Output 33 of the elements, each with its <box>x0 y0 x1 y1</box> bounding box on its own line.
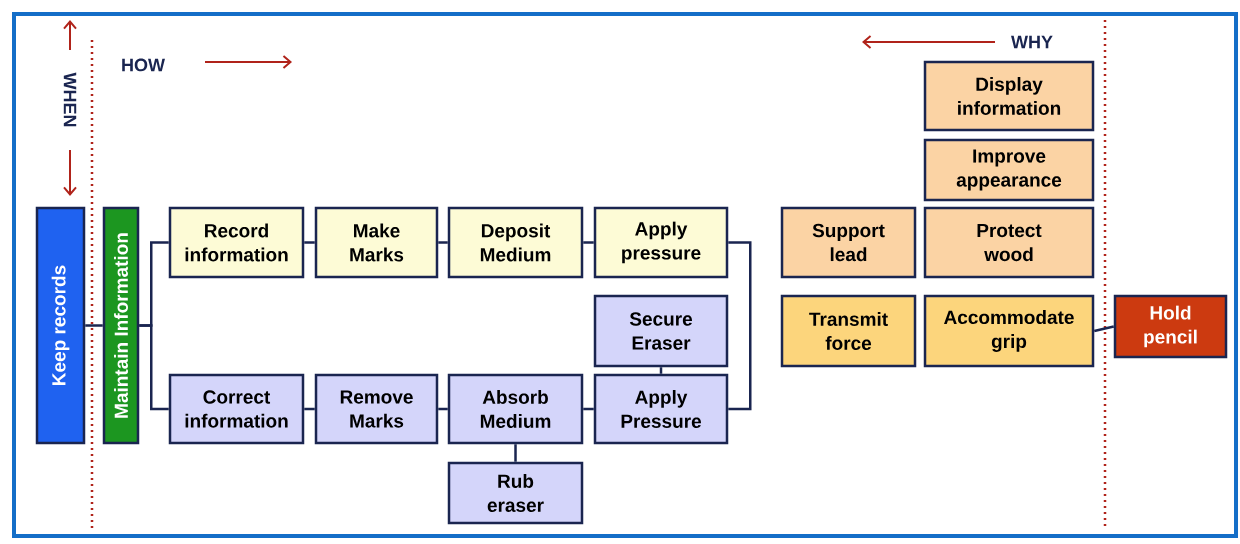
function-box: Deposit Medium <box>447 206 584 279</box>
function-box: Improve appearance <box>923 138 1095 202</box>
connector-line <box>1094 325 1115 333</box>
connector-line <box>659 367 663 374</box>
connector-line <box>139 324 169 411</box>
function-box: Remove Marks <box>314 373 439 445</box>
function-box: Support lead <box>780 206 917 279</box>
function-box: Record information <box>168 206 305 279</box>
function-box: Apply pressure <box>593 206 729 279</box>
function-box: Make Marks <box>314 206 439 279</box>
connector-line <box>514 444 517 462</box>
function-box: Secure Eraser <box>593 294 729 368</box>
connector-line <box>438 407 448 411</box>
connector-line <box>728 241 752 411</box>
function-box: Transmit force <box>780 294 917 368</box>
function-box: Rub eraser <box>447 461 584 525</box>
connector-line <box>85 324 103 327</box>
function-box: Absorb Medium <box>447 373 584 445</box>
connector-line <box>304 241 315 244</box>
function-box: Protect wood <box>923 206 1095 279</box>
direction-label: HOW <box>122 58 165 72</box>
function-box: Correct information <box>168 373 305 445</box>
connector-line <box>583 407 594 411</box>
function-box: Accommodate grip <box>923 294 1095 368</box>
connector-line <box>438 241 448 244</box>
function-box: Hold pencil <box>1113 294 1228 359</box>
direction-label: WHEN <box>63 72 77 127</box>
connector-line <box>304 407 315 411</box>
function-box: Maintain Information <box>102 206 140 445</box>
function-box: Keep records <box>35 206 86 445</box>
function-box: Display information <box>923 60 1095 132</box>
connector-line <box>583 241 594 244</box>
function-box: Apply Pressure <box>593 373 729 445</box>
